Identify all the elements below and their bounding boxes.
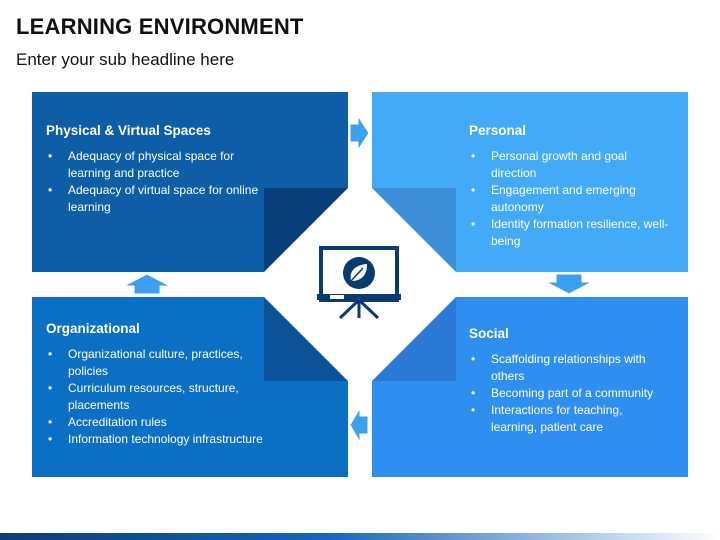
panel-title: Organizational	[46, 321, 140, 336]
arrow-right-icon	[349, 114, 370, 152]
bullet-list: Personal growth and goal direction Engag…	[469, 148, 669, 250]
bullet-item: Accreditation rules	[46, 414, 268, 431]
arrow-up-icon	[123, 273, 171, 295]
panel-title: Physical & Virtual Spaces	[46, 123, 211, 138]
page-subtitle: Enter your sub headline here	[16, 50, 235, 69]
bullet-item: Scaffolding relationships with others	[469, 351, 669, 385]
bullet-list: Scaffolding relationships with others Be…	[469, 351, 669, 436]
bullet-item: Interactions for teaching, learning, pat…	[469, 402, 669, 436]
bullet-list: Adequacy of physical space for learning …	[46, 148, 268, 216]
corner-social	[372, 297, 456, 381]
panel-title: Social	[469, 326, 509, 341]
arrow-left-icon	[349, 406, 369, 444]
panel-text-physical-virtual: Physical & Virtual Spaces Adequacy of ph…	[46, 123, 268, 216]
panel-title: Personal	[469, 123, 527, 138]
bullet-item: Adequacy of physical space for learning …	[46, 148, 268, 182]
bullet-item: Adequacy of virtual space for online lea…	[46, 182, 268, 216]
bullet-list: Organizational culture, practices, polic…	[46, 346, 268, 448]
corner-personal	[372, 188, 456, 272]
bullet-item: Identity formation resilience, well-bein…	[469, 216, 669, 250]
panel-text-social: Social Scaffolding relationships with ot…	[469, 326, 669, 436]
bullet-item: Becoming part of a community	[469, 385, 669, 402]
panel-text-personal: Personal Personal growth and goal direct…	[469, 123, 669, 250]
corner-physical-virtual	[264, 188, 348, 272]
bullet-item: Information technology infrastructure	[46, 431, 268, 448]
arrow-down-icon	[545, 273, 593, 295]
bullet-item: Personal growth and goal direction	[469, 148, 669, 182]
bullet-item: Engagement and emerging autonomy	[469, 182, 669, 216]
bullet-item: Curriculum resources, structure, placeme…	[46, 380, 268, 414]
bullet-item: Organizational culture, practices, polic…	[46, 346, 268, 380]
panel-text-organizational: Organizational Organizational culture, p…	[46, 321, 268, 448]
corner-organizational	[264, 297, 348, 381]
bottom-accent-bar	[0, 533, 720, 540]
page-title: LEARNING ENVIRONMENT	[16, 14, 304, 39]
presentation-board-leaf-icon	[317, 246, 401, 320]
